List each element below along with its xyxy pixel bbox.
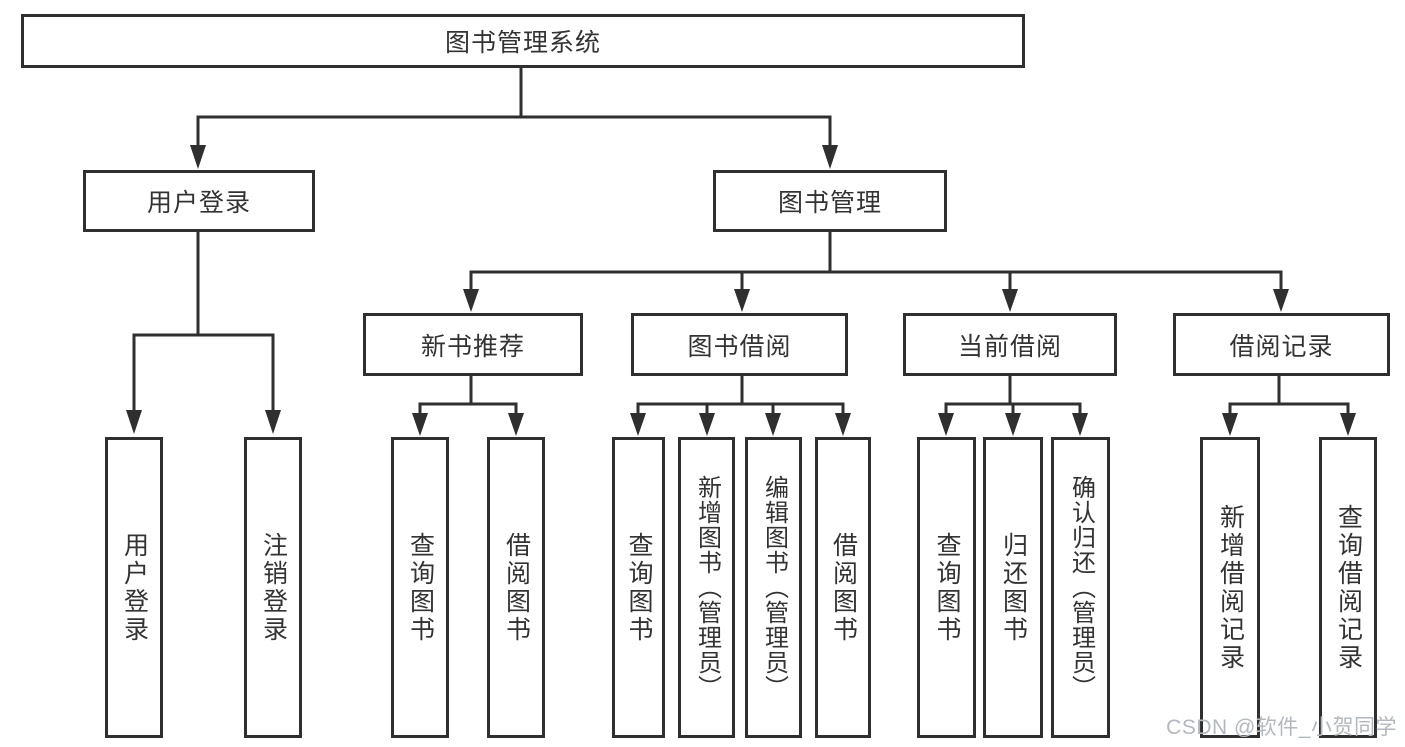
node-book-management: 图书管理: [713, 170, 947, 232]
leaf-add-borrow-record: 新增借阅记录: [1200, 437, 1260, 738]
leaf-return-book: 归还图书: [983, 437, 1043, 738]
leaf-user-login: 用户登录: [105, 437, 163, 738]
leaf-query-books-current: 查询图书: [917, 437, 976, 738]
leaf-query-books-borrow: 查询图书: [612, 437, 665, 738]
node-new-book-recommend: 新书推荐: [363, 313, 583, 376]
node-book-borrow: 图书借阅: [631, 313, 848, 376]
leaf-confirm-return-admin: 确认归还（管理员）: [1051, 437, 1110, 738]
leaf-logout: 注销登录: [244, 437, 302, 738]
node-current-borrow: 当前借阅: [903, 313, 1117, 376]
leaf-edit-book-admin: 编辑图书（管理员）: [745, 437, 802, 738]
node-borrow-records: 借阅记录: [1173, 313, 1390, 376]
node-user-login: 用户登录: [83, 170, 315, 232]
leaf-borrow-books-recommend: 借阅图书: [487, 437, 545, 738]
leaf-query-books-recommend: 查询图书: [391, 437, 449, 738]
leaf-add-book-admin: 新增图书（管理员）: [678, 437, 735, 738]
leaf-query-borrow-record: 查询借阅记录: [1319, 437, 1377, 738]
leaf-borrow-books: 借阅图书: [815, 437, 871, 738]
node-library-management-system: 图书管理系统: [21, 14, 1025, 68]
csdn-watermark: CSDN @软件_小贺同学: [1166, 716, 1397, 739]
